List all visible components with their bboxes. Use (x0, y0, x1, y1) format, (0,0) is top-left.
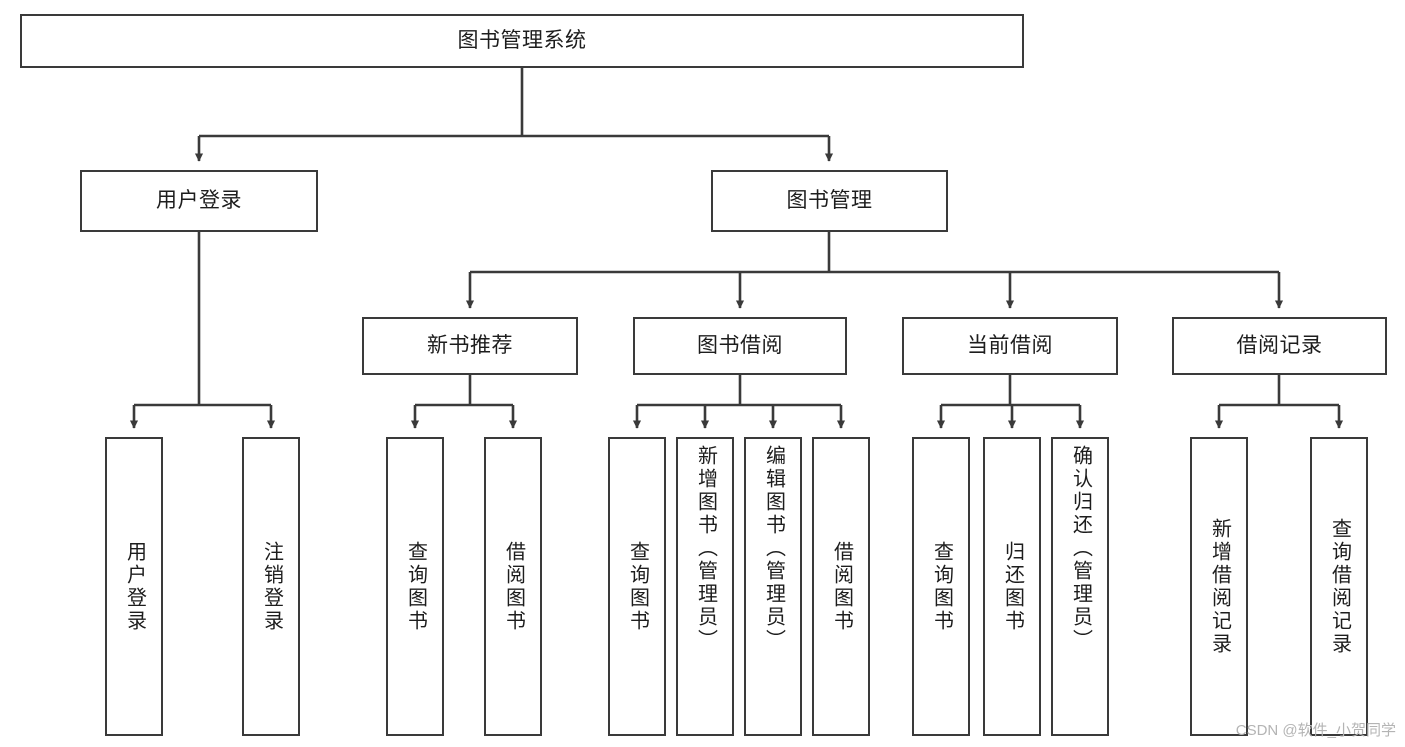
node-leaf-2[interactable]: 注销登录 (242, 437, 300, 736)
node-label: 注销登录 (260, 540, 283, 633)
node-label: 查询借阅记录 (1328, 517, 1351, 656)
node-label: 查询图书 (404, 540, 427, 633)
node-level3-1[interactable]: 新书推荐 (362, 317, 578, 375)
node-label: 查询图书 (930, 540, 953, 633)
node-label: 用户登录 (123, 540, 146, 633)
node-label: 新增图书（管理员） (694, 445, 717, 652)
node-label: 新书推荐 (427, 333, 513, 357)
node-label: 归还图书 (1001, 540, 1024, 633)
node-leaf-7[interactable]: 编辑图书（管理员） (744, 437, 802, 736)
node-label: 借阅记录 (1236, 333, 1323, 357)
node-leaf-10[interactable]: 归还图书 (983, 437, 1041, 736)
node-label: 新增借阅记录 (1208, 517, 1231, 656)
node-leaf-4[interactable]: 借阅图书 (484, 437, 542, 736)
node-label: 图书管理系统 (457, 28, 587, 52)
node-label: 图书管理 (786, 188, 873, 212)
connector-group (129, 68, 1344, 429)
node-label: 借阅图书 (830, 540, 853, 633)
node-label: 编辑图书（管理员） (762, 445, 785, 652)
node-leaf-5[interactable]: 查询图书 (608, 437, 666, 736)
node-level2-1[interactable]: 用户登录 (80, 170, 318, 232)
watermark-label: CSDN @软件_小贺同学 (1235, 722, 1396, 739)
node-label: 借阅图书 (502, 540, 525, 633)
node-label: 图书借阅 (697, 333, 783, 357)
node-level3-4[interactable]: 借阅记录 (1172, 317, 1387, 375)
node-leaf-3[interactable]: 查询图书 (386, 437, 444, 736)
node-leaf-13[interactable]: 查询借阅记录 (1310, 437, 1368, 736)
node-leaf-6[interactable]: 新增图书（管理员） (676, 437, 734, 736)
node-leaf-12[interactable]: 新增借阅记录 (1190, 437, 1248, 736)
node-leaf-8[interactable]: 借阅图书 (812, 437, 870, 736)
node-label: 查询图书 (626, 540, 649, 633)
node-level3-3[interactable]: 当前借阅 (902, 317, 1118, 375)
node-leaf-11[interactable]: 确认归还（管理员） (1051, 437, 1109, 736)
node-label: 用户登录 (156, 188, 242, 212)
node-leaf-1[interactable]: 用户登录 (105, 437, 163, 736)
node-level3-2[interactable]: 图书借阅 (633, 317, 847, 375)
node-label: 确认归还（管理员） (1069, 445, 1092, 652)
node-level2-2[interactable]: 图书管理 (711, 170, 948, 232)
node-root-system[interactable]: 图书管理系统 (20, 14, 1024, 68)
node-leaf-9[interactable]: 查询图书 (912, 437, 970, 736)
node-label: 当前借阅 (967, 333, 1053, 357)
